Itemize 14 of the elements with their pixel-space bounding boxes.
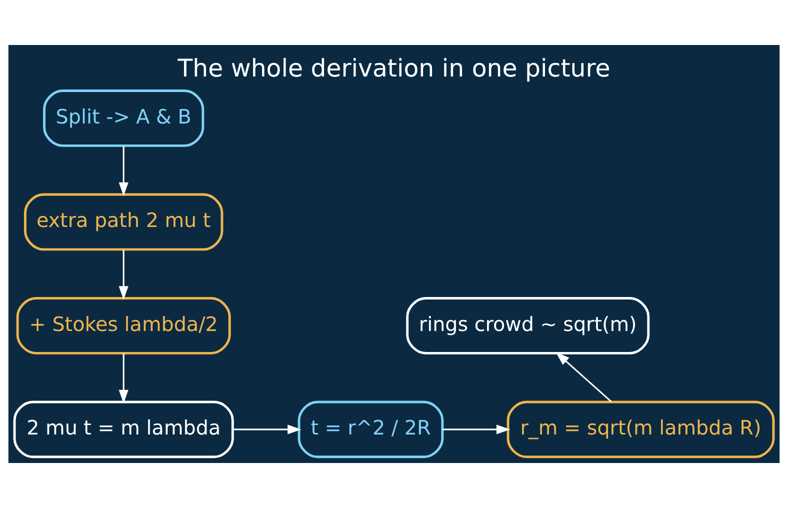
arrow	[556, 352, 612, 402]
arrow	[232, 424, 302, 434]
node-box: t = r^2 / 2R	[298, 400, 444, 458]
arrow	[118, 250, 128, 300]
node-box: Split -> A & B	[43, 90, 204, 147]
node-box: + Stokes lambda/2	[16, 297, 231, 354]
arrow	[118, 146, 128, 196]
node-box: extra path 2 mu t	[24, 193, 224, 251]
arrow	[118, 354, 128, 404]
node-box: 2 mu t = m lambda	[13, 400, 234, 458]
arrow	[442, 424, 510, 434]
node-box: r_m = sqrt(m lambda R)	[506, 400, 775, 458]
node-box: rings crowd ~ sqrt(m)	[406, 297, 650, 354]
diagram-title: The whole derivation in one picture	[178, 54, 610, 83]
